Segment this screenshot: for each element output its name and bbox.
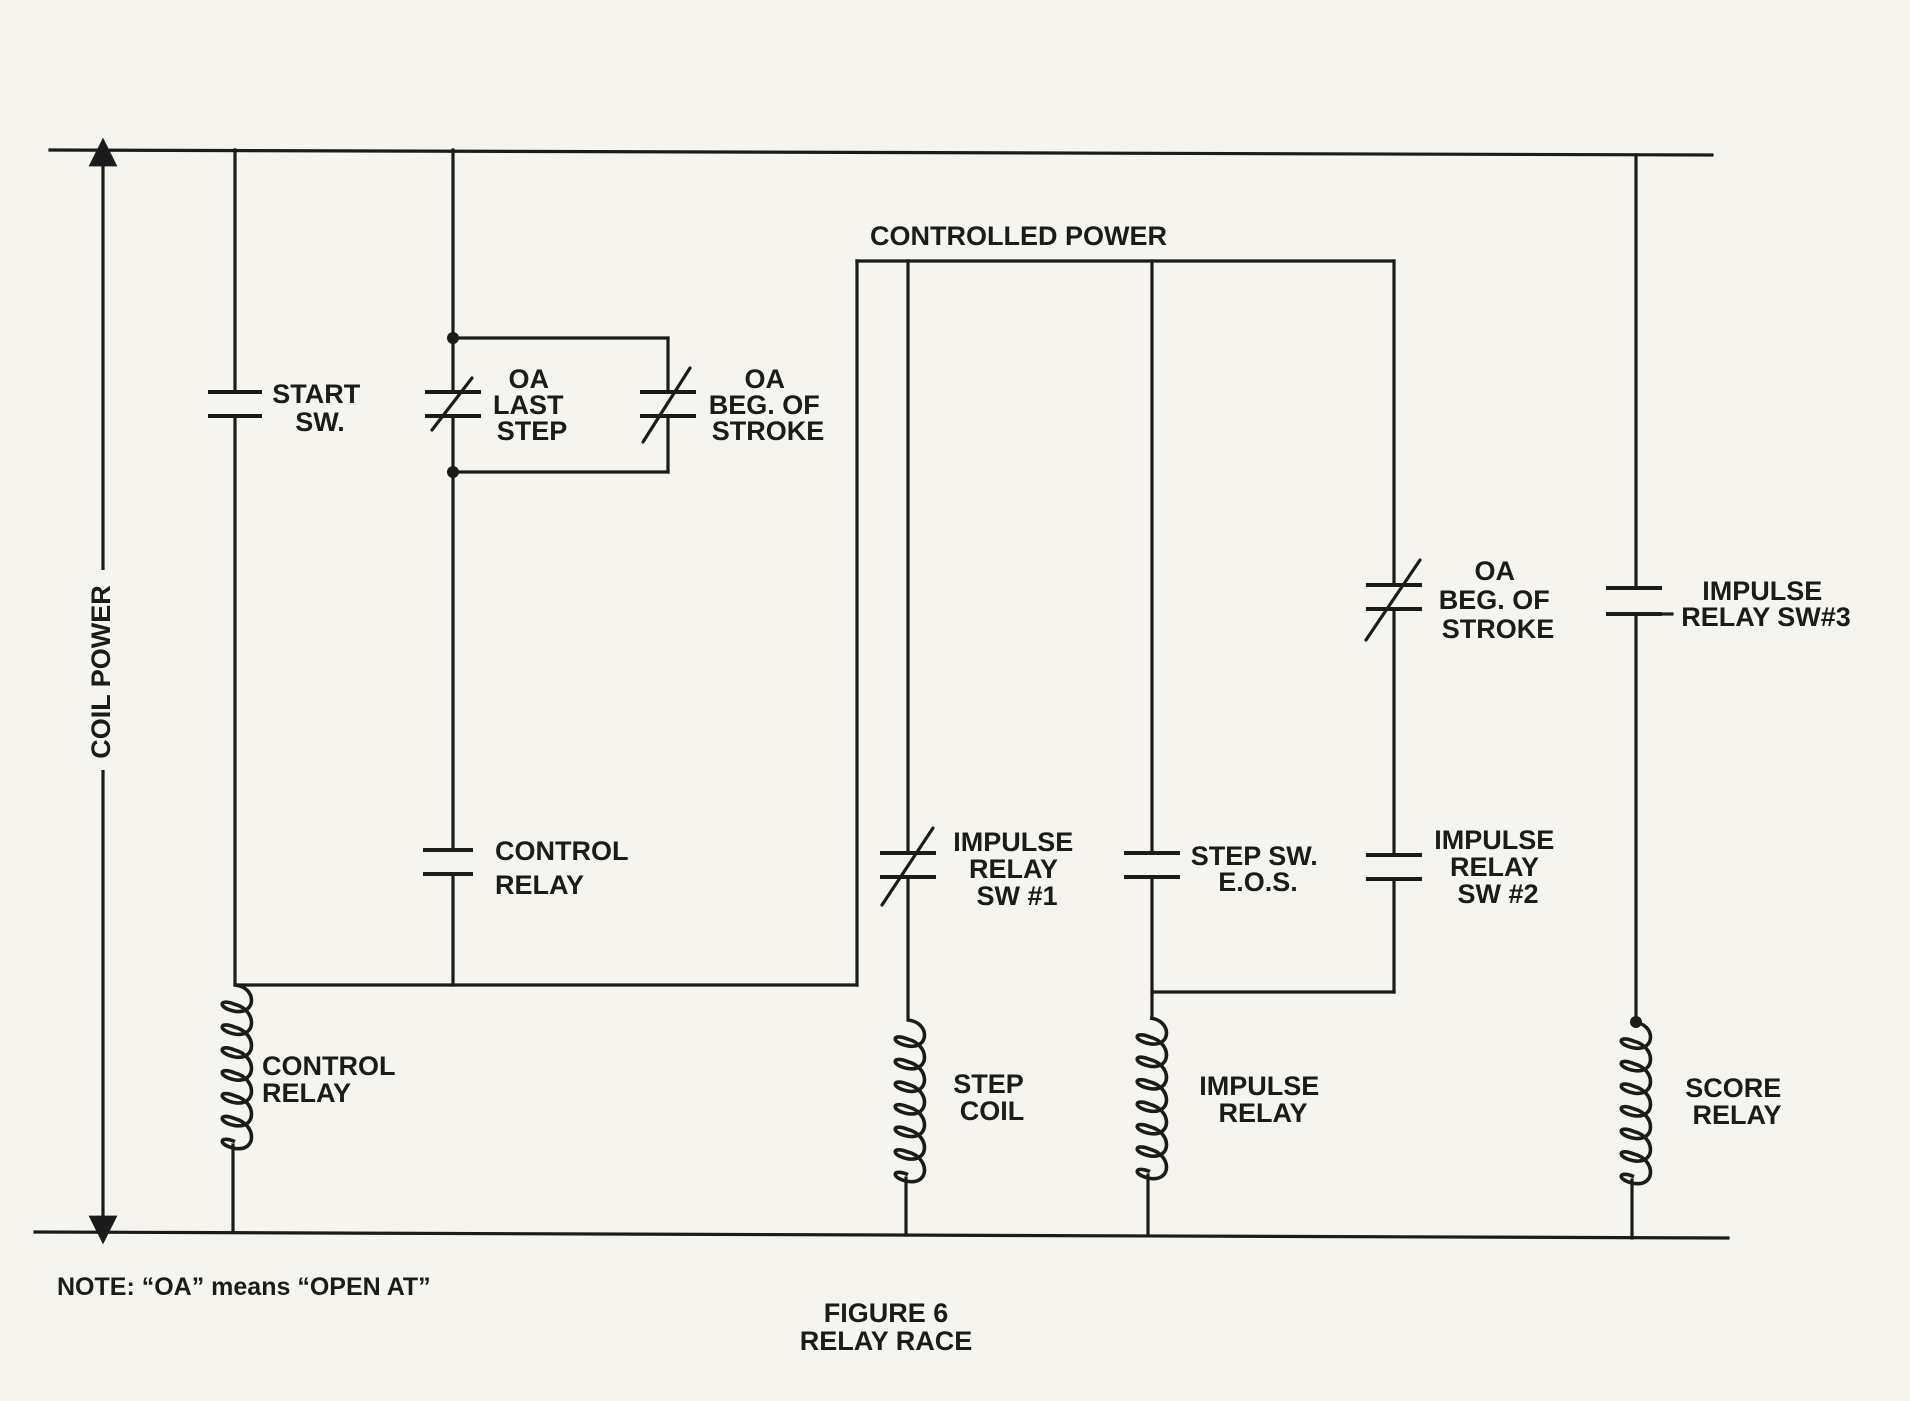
impulse-relay-sw3-label: IMPULSE RELAY SW#3 [1681, 576, 1851, 632]
branch-score-relay [1606, 153, 1674, 1240]
branch-impulse-relay [1124, 259, 1180, 1237]
figure-number: FIGURE 6 [824, 1298, 949, 1328]
control-relay-contact [423, 848, 473, 876]
start-switch-label: START SW. [272, 379, 368, 437]
control-relay-coil-label: CONTROL RELAY [262, 1051, 403, 1108]
branch-step-coil [880, 259, 936, 1237]
top-power-rail [48, 148, 1714, 157]
impulse-relay-coil [1135, 1016, 1169, 1181]
impulse-relay-sw2-label: IMPULSE RELAY SW #2 [1434, 825, 1562, 909]
score-relay-coil-label: SCORE RELAY [1685, 1073, 1789, 1130]
oa-beg-of-stroke-label-right: OA BEG. OF STROKE [1439, 556, 1558, 644]
coil-winding [220, 983, 254, 1151]
score-relay-coil [1619, 1020, 1653, 1186]
branch-holding-circuit [423, 148, 696, 987]
oa-note: NOTE: “OA” means “OPEN AT” [57, 1273, 431, 1301]
figure-title: RELAY RACE [800, 1326, 973, 1356]
coil-power-label-bg [86, 570, 120, 770]
step-sw-eos-label: STEP SW. E.O.S. [1191, 841, 1326, 897]
impulse-relay-sw2-contact [1366, 853, 1422, 881]
controlled-power-label: CONTROLLED POWER [870, 221, 1167, 251]
bottom-power-rail [33, 1230, 1730, 1240]
oa-last-step-label: OA LAST STEP [493, 364, 571, 446]
control-relay-contact-label: CONTROL RELAY [495, 836, 636, 900]
coil-power-label: COIL POWER [86, 585, 116, 759]
impulse-relay-sw3-contact [1606, 586, 1674, 616]
start-switch-contact [208, 390, 262, 418]
oa-beg-of-stroke-label-top: OA BEG. OF STROKE [709, 364, 828, 446]
branch-control-relay [208, 148, 262, 1234]
coil-winding [1619, 1020, 1653, 1186]
control-relay-coil [220, 983, 254, 1151]
impulse-relay-sw1-label: IMPULSE RELAY SW #1 [953, 827, 1081, 911]
coil-winding [893, 1018, 927, 1184]
coil-winding [1135, 1016, 1169, 1181]
step-coil [893, 1018, 927, 1184]
step-coil-label: STEP COIL [953, 1069, 1031, 1126]
impulse-relay-coil-label: IMPULSE RELAY [1199, 1071, 1327, 1128]
step-sw-eos-contact [1124, 851, 1180, 879]
branch-impulse-hold [1150, 259, 1422, 994]
